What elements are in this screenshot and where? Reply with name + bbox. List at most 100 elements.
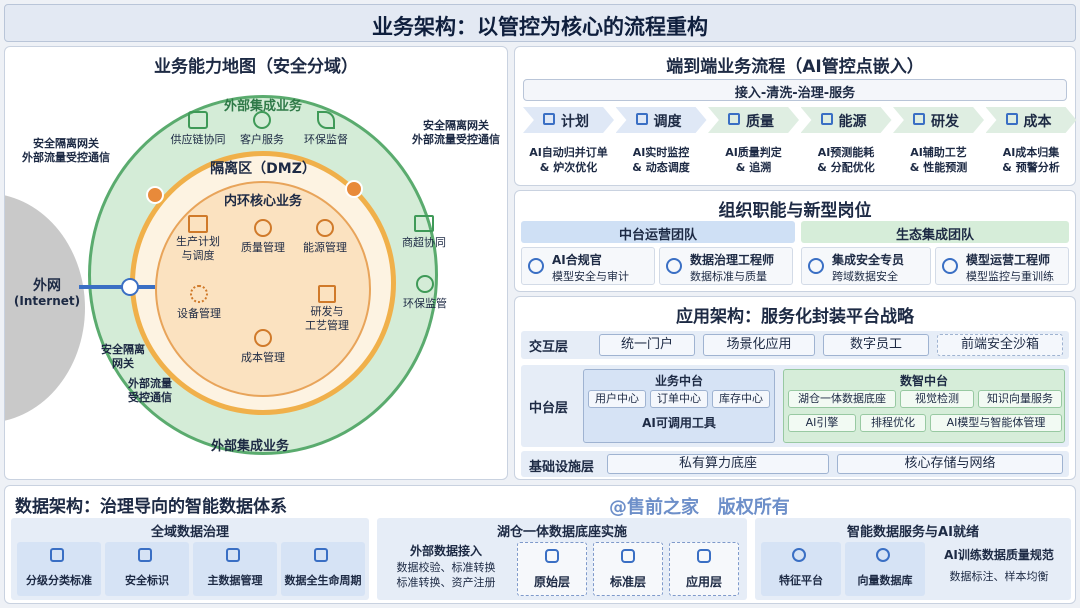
leaf-icon [317, 111, 335, 129]
feature-hub-icon [792, 548, 806, 562]
internet-label: 外网 [33, 278, 61, 294]
infra-layer-label: 基础设施层 [529, 460, 595, 475]
ext-data-title: 外部数据接入 [409, 544, 482, 558]
team-ops: 中台运营团队 [521, 221, 795, 243]
services-block: 智能数据服务与AI就绪 AI训练数据质量规范 数据标注、样本均衡 特征平台向量数… [755, 518, 1071, 600]
lake-layer-label: 标准层 [609, 575, 646, 589]
lake-layer: 标准层 [593, 542, 663, 596]
compute-box: 私有算力底座 [607, 454, 829, 474]
firewall-icon-right [345, 180, 363, 198]
intel-platform: 数智中台 湖仓一体数据底座 视觉检测 知识向量服务 AI引擎 排程优化 AI模型… [783, 369, 1065, 443]
lake-layer-label: 应用层 [685, 575, 722, 589]
e2e-step-desc: AI实时监控 & 动态调度 [632, 146, 690, 174]
middle-layer: 中台层 业务中台 用户中心 订单中心 库存中心 AI可调用工具 数智中台 湖仓一… [521, 365, 1069, 447]
lake-layer: 原始层 [517, 542, 587, 596]
role-desc: 跨域数据安全 [832, 270, 898, 283]
role-card: 集成安全专员跨域数据安全 [801, 247, 931, 285]
role-card: 数据治理工程师数据标准与质量 [659, 247, 793, 285]
portal-box: 统一门户 [599, 334, 695, 356]
data-arch-title: 数据架构：治理导向的智能数据体系 [15, 497, 287, 517]
gateway-left-top-label: 安全隔离网关 外部流量受控通信 [22, 137, 110, 164]
person-icon [666, 258, 682, 274]
gateway-left-bottom-label-2: 外部流量 受控通信 [128, 377, 172, 404]
lakehouse-box: 湖仓一体数据底座 [788, 390, 896, 408]
core-title: 内环核心业务 [223, 194, 302, 209]
role-desc: 数据标准与质量 [690, 270, 767, 283]
capability-map-title: 业务能力地图（安全分域） [154, 57, 358, 77]
role-desc: 模型安全与审计 [552, 270, 629, 283]
inventory-center-box: 库存中心 [712, 390, 770, 408]
money-icon [1005, 113, 1018, 125]
data-arch-panel: 数据架构：治理导向的智能数据体系 @售前之家 版权所有 全域数据治理 分级分类标… [4, 485, 1076, 604]
internet-sub-label: (Internet) [13, 294, 81, 308]
governance-block: 全域数据治理 分级分类标准安全标识主数据管理数据全生命周期 [11, 518, 369, 600]
core-item-equipment: 设备管理 [169, 285, 229, 321]
user-center-box: 用户中心 [588, 390, 646, 408]
org-title: 组织职能与新型岗位 [718, 201, 872, 221]
e2e-step-label: 研发 [931, 114, 959, 130]
layer-db-icon [545, 549, 559, 563]
env-monitor-icon [416, 275, 434, 293]
role-name: AI合规官 [552, 253, 602, 267]
dmz-label: 隔离区（DMZ） [210, 161, 316, 177]
middle-layer-label: 中台层 [529, 401, 569, 416]
lifecycle-icon [314, 548, 328, 562]
role-name: 数据治理工程师 [690, 253, 775, 267]
gov-item-label: 分级分类标准 [26, 574, 92, 587]
award-icon [254, 219, 272, 237]
team-eco: 生态集成团队 [801, 221, 1069, 243]
ext-data-desc: 数据校验、标准转换 标准转换、资产注册 [396, 561, 496, 589]
storage-network-box: 核心存储与网络 [837, 454, 1063, 474]
firewall-icon-left [146, 186, 164, 204]
e2e-step-6: 成本 [985, 107, 1077, 133]
database-icon [226, 548, 240, 562]
scenario-app-box: 场景化应用 [703, 334, 815, 356]
vision-box: 视觉检测 [900, 390, 974, 408]
role-name: 集成安全专员 [832, 253, 905, 267]
e2e-step-label: 成本 [1023, 114, 1052, 130]
ai-training-desc: 数据标注、样本均衡 [949, 570, 1049, 583]
e2e-flow-bar: 接入-清洗-治理-服务 [523, 79, 1067, 101]
gov-item: 分级分类标准 [17, 542, 101, 596]
e2e-step-5: 研发 [893, 107, 984, 133]
app-title: 应用架构：服务化封装平台战略 [676, 307, 914, 327]
order-center-box: 订单中心 [650, 390, 708, 408]
clock-icon [635, 113, 648, 125]
core-item-plan: 生产计划 与调度 [168, 215, 228, 263]
gov-item: 数据全生命周期 [281, 542, 365, 596]
energy-icon [316, 219, 334, 237]
person-icon [528, 258, 544, 274]
e2e-step-1: 计划 [523, 107, 614, 133]
drop-icon [820, 113, 833, 125]
ai-engine-box: AI引擎 [788, 414, 856, 432]
shield-icon [121, 278, 139, 296]
right-item-mall: 商超协同 [399, 215, 449, 250]
hierarchy-icon [50, 548, 64, 562]
e2e-flow-label: 接入-清洗-治理-服务 [734, 86, 856, 101]
gov-item-label: 数据全生命周期 [284, 574, 362, 587]
interaction-layer-label: 交互层 [529, 340, 569, 355]
person-icon [942, 258, 958, 274]
lakehouse-block: 湖仓一体数据底座实施 外部数据接入 数据校验、标准转换 标准转换、资产注册 原始… [377, 518, 747, 600]
supply-chain-icon [188, 111, 208, 129]
capability-map-panel: 业务能力地图（安全分域） 外网 (Internet) 外部集成业务 外部集成业务… [4, 46, 508, 480]
knowledge-vector-box: 知识向量服务 [978, 390, 1062, 408]
lake-layer-label: 原始层 [533, 575, 570, 589]
e2e-step-desc: AI自动归并订单 & 炉次优化 [529, 146, 608, 174]
lake-layer: 应用层 [669, 542, 739, 596]
gov-item: 主数据管理 [193, 542, 277, 596]
svc-item-label: 特征平台 [779, 574, 823, 587]
svc-item: 特征平台 [761, 542, 841, 596]
clipboard-icon [728, 113, 740, 125]
e2e-step-label: 质量 [746, 114, 774, 130]
research-icon [318, 285, 336, 303]
shield-check-icon [138, 548, 152, 562]
internet-link-arrow [79, 285, 155, 289]
svc-item: 向量数据库 [845, 542, 925, 596]
ai-tools-label: AI可调用工具 [642, 416, 716, 430]
layer-db-icon [621, 549, 635, 563]
e2e-title: 端到端业务流程（AI管控点嵌入） [666, 57, 924, 77]
org-panel: 组织职能与新型岗位 中台运营团队 生态集成团队 AI合规官模型安全与审计 数据治理… [514, 190, 1076, 292]
internet-zone [5, 193, 85, 423]
e2e-step-desc: AI质量判定 & 追溯 [725, 146, 782, 174]
